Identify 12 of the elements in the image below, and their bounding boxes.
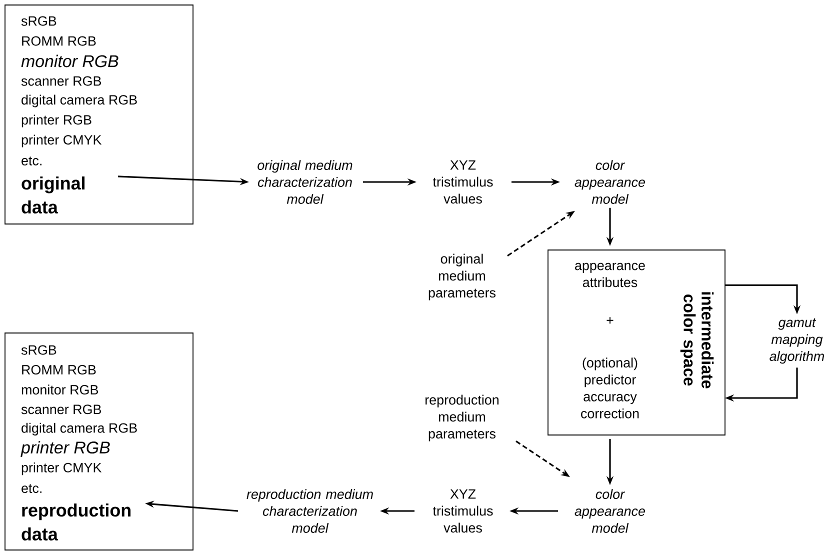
step-label: color appearance model bbox=[574, 489, 646, 533]
step-label: gamut mapping algorithm bbox=[770, 318, 824, 364]
step-label: original medium characterization model bbox=[258, 160, 352, 204]
step-label: reproduction medium parameters bbox=[426, 394, 498, 442]
step-label: XYZ tristimulus values bbox=[432, 489, 493, 533]
data-label: original data bbox=[22, 176, 85, 214]
step-label: reproduction medium characterization model bbox=[246, 489, 373, 533]
step-label: original medium parameters bbox=[428, 254, 496, 300]
data-label: reproduction data bbox=[22, 503, 130, 541]
step-label: color appearance model bbox=[574, 160, 646, 204]
space-box: appearance attributes + (optional) predictor accuracy correction intermediate color space bbox=[548, 250, 726, 436]
step-label: XYZ tristimulus values bbox=[432, 160, 493, 204]
